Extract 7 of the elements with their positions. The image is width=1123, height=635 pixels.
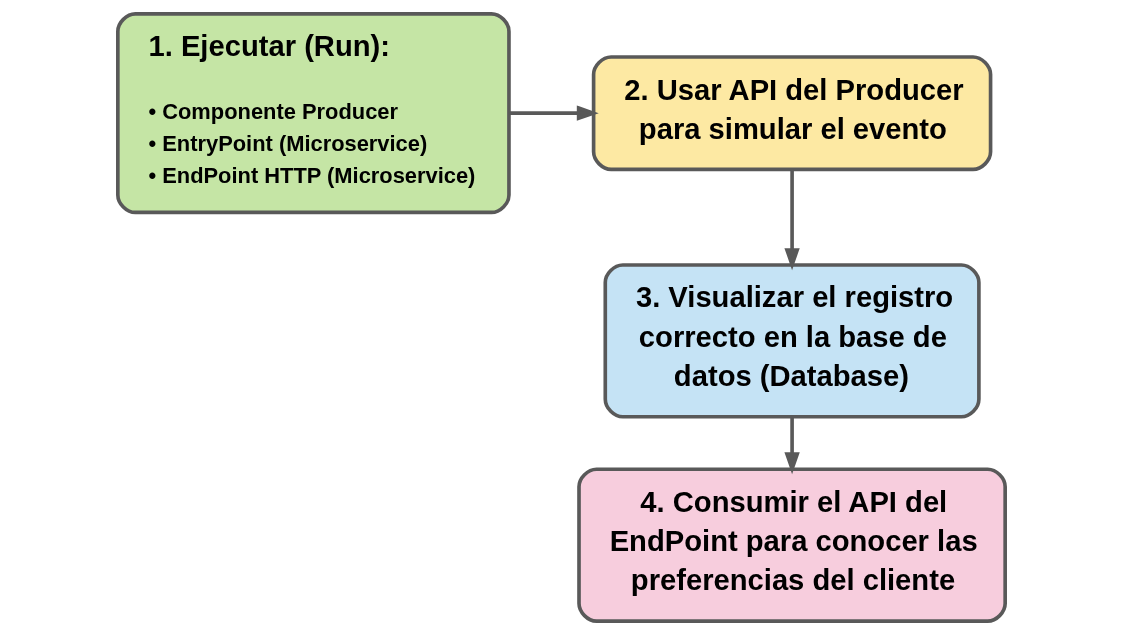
node-box: 4. Consumir el API del EndPoint para conocer las preferencias del cliente — [577, 467, 1007, 623]
arrow — [509, 105, 599, 121]
node-box: 2. Usar API del Producer para simular el evento — [591, 55, 993, 172]
arrow — [784, 169, 800, 271]
arrow — [784, 417, 800, 475]
node-box: 1. Ejecutar (Run): • Componente Producer • EntryPoint (Microservice) • EndPoint HTTP (Microservice) — [116, 12, 511, 215]
node-box: 3. Visualizar el registro correcto en la base de datos (Database) — [603, 263, 981, 419]
